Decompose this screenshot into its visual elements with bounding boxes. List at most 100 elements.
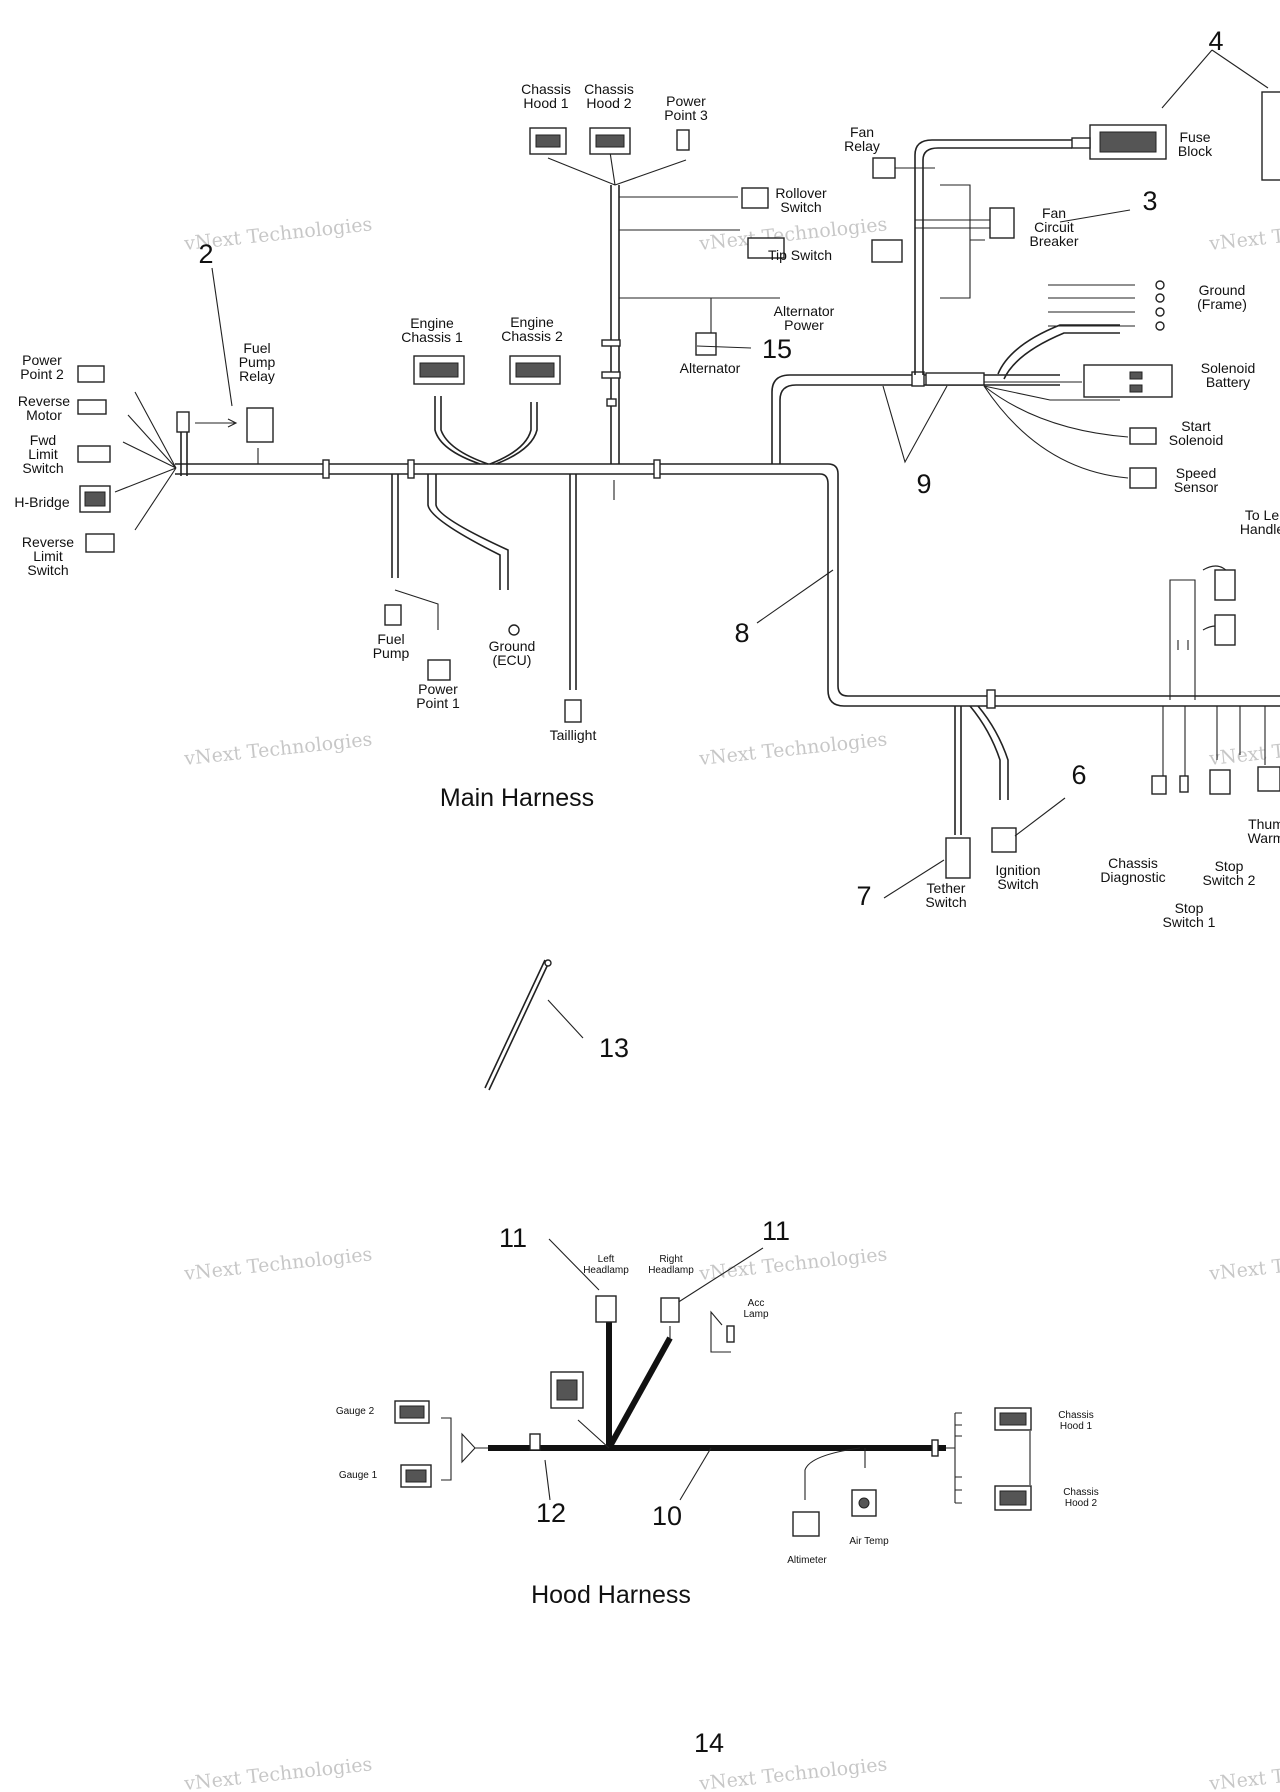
ignition-switch-connector — [991, 827, 1017, 853]
label-chassis-hood-1-l2: Hood 1 — [523, 95, 568, 111]
watermark-text: vNext Technologies — [697, 728, 888, 770]
label-reverse-motor-l1: Reverse — [18, 393, 70, 409]
label-stop-switch-1-l1: Stop — [1175, 900, 1204, 916]
label-acc-lamp-l1: Acc — [748, 1298, 765, 1309]
label-tether-switch-l1: Tether — [927, 880, 966, 896]
fuse-block-side-part — [1261, 91, 1280, 181]
chassis-diagnostic-connector — [1151, 775, 1167, 795]
label-start-solenoid-l1: Start — [1181, 418, 1211, 434]
callout-14: 14 — [694, 1728, 724, 1758]
main-harness-title: Main Harness — [440, 784, 594, 812]
label-ground-frame-l2: (Frame) — [1197, 296, 1247, 312]
watermark-5: vNext Technologies — [697, 728, 888, 770]
label-h-bridge: H-Bridge — [14, 494, 69, 510]
label-engine-chassis-2-l1: Engine — [510, 314, 554, 330]
label-rollover-switch-l2: Switch — [780, 199, 821, 215]
label-solenoid-battery-l1: Solenoid — [1201, 360, 1256, 376]
ground-ecu-connector — [508, 624, 520, 636]
watermark-text: vNext Technologies — [182, 1753, 373, 1792]
callout-2: 2 — [198, 239, 213, 269]
main-harness-wires — [114, 139, 1280, 835]
rollover-switch-connector — [741, 187, 769, 209]
label-fuel-pump-relay-l1: Fuel — [243, 340, 270, 356]
label-fan-cb-l1: Fan — [1042, 205, 1066, 221]
watermark-3: vNext Technologies — [1207, 213, 1280, 255]
callout-12: 12 — [536, 1498, 566, 1528]
taillight-connector — [564, 699, 582, 723]
label-acc-lamp-l2: Lamp — [743, 1309, 768, 1320]
tether-switch-connector — [945, 837, 971, 879]
stop-switch-2-connector — [1209, 769, 1231, 795]
alternator-connector — [695, 332, 717, 356]
label-hood-chassis-hood-2-l2: Hood 2 — [1065, 1498, 1098, 1509]
callout-4: 4 — [1208, 26, 1223, 56]
fuel-pump-connector — [384, 604, 402, 626]
label-engine-chassis-2-l2: Chassis 2 — [501, 328, 563, 344]
label-fan-cb-l3: Breaker — [1029, 233, 1078, 249]
label-hood-chassis-hood-2-l1: Chassis — [1063, 1487, 1099, 1498]
solenoid-battery-connector — [1083, 364, 1173, 398]
left-headlamp-connector — [595, 1295, 617, 1323]
watermark-text: vNext Technologies — [1207, 728, 1280, 770]
label-rollover-switch-l1: Rollover — [775, 185, 827, 201]
callout-leaders — [211, 49, 1269, 1039]
label-power-point-1-l2: Point 1 — [416, 695, 460, 711]
label-speed-sensor-l1: Speed — [1176, 465, 1216, 481]
label-tip-switch: Tip Switch — [768, 247, 832, 263]
label-chassis-hood-2-l1: Chassis — [584, 81, 634, 97]
label-hood-chassis-hood-1-l2: Hood 1 — [1060, 1421, 1093, 1432]
main-harness-connectors — [77, 91, 1280, 879]
label-hood-chassis-hood-1-l1: Chassis — [1058, 1410, 1094, 1421]
label-fwd-limit-switch-l1: Fwd — [30, 432, 56, 448]
label-ground-frame-l1: Ground — [1199, 282, 1246, 298]
watermark-10: vNext Technologies — [182, 1753, 373, 1792]
label-taillight: Taillight — [550, 727, 597, 743]
label-alternator-power-l1: Alternator — [774, 303, 835, 319]
label-ignition-switch-l1: Ignition — [995, 862, 1040, 878]
speed-sensor-connector — [1129, 467, 1157, 489]
fan-circuit-breaker-connector — [989, 207, 1015, 239]
label-speed-sensor-l2: Sensor — [1174, 479, 1219, 495]
watermark-12: vNext Technologies — [1207, 1753, 1280, 1792]
callout-11-right: 11 — [762, 1216, 790, 1246]
label-chassis-diagnostic-l2: Diagnostic — [1100, 869, 1165, 885]
watermark-text: vNext Technologies — [1207, 1243, 1280, 1285]
label-power-point-2-l1: Power — [22, 352, 62, 368]
watermark-6: vNext Technologies — [1207, 728, 1280, 770]
label-fuse-block-l1: Fuse — [1179, 129, 1210, 145]
altimeter-connector — [792, 1511, 820, 1537]
label-engine-chassis-1-l2: Chassis 1 — [401, 329, 463, 345]
svg-text:Ground(ECU): Ground(ECU) — [489, 638, 536, 668]
right-headlamp-connector — [660, 1297, 680, 1323]
label-fan-cb-l2: Circuit — [1034, 219, 1074, 235]
label-reverse-limit-switch-l2: Limit — [33, 548, 63, 564]
label-air-temp: Air Temp — [849, 1536, 889, 1547]
watermark-8: vNext Technologies — [697, 1243, 888, 1285]
watermarks: vNext Technologies vNext Technologies vN… — [182, 213, 1280, 1792]
hood-harness-title: Hood Harness — [531, 1581, 691, 1609]
label-reverse-limit-switch-l1: Reverse — [22, 534, 74, 550]
stop-switch-1-connector — [1179, 775, 1189, 793]
callout-10: 10 — [652, 1501, 682, 1531]
start-solenoid-connector — [1129, 427, 1157, 445]
